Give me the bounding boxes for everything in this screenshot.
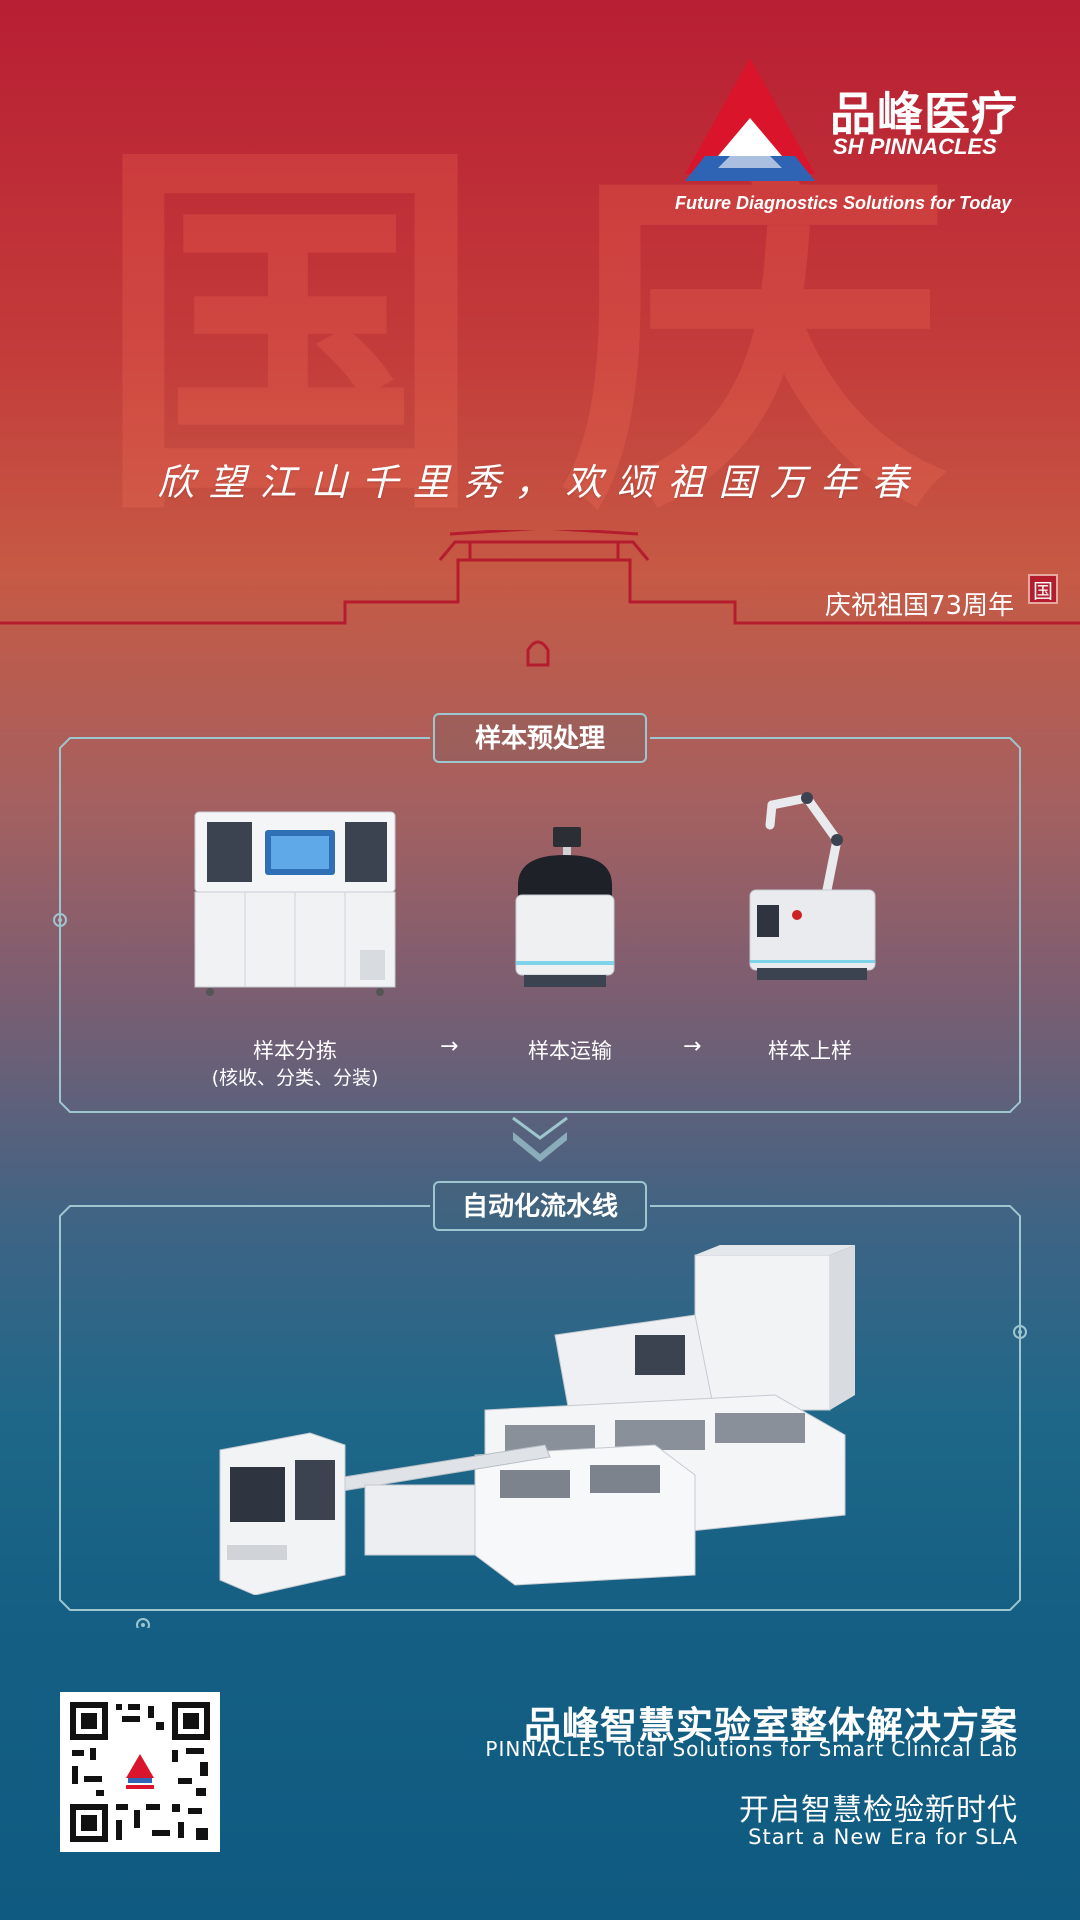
logo-mountain-icon <box>685 58 815 181</box>
logo-name-cn: 品峰医疗 <box>830 87 1018 141</box>
anniversary-text: 庆祝祖国73周年 <box>825 591 1015 621</box>
slogan: 欣望江山千里秀，欢颂祖国万年春 <box>157 461 923 504</box>
footer-subtitle-en: Start a New Era for SLA <box>748 1825 1018 1849</box>
pipeline-frame <box>59 1205 1027 1628</box>
footer-title-cn: 品峰智慧实验室整体解决方案 <box>524 1704 1018 1747</box>
pretreatment-frame <box>53 737 1021 1113</box>
sample-sorter-illustration <box>194 811 396 996</box>
step-sorting-sublabel: (核收、分类、分装) <box>211 1067 379 1089</box>
pretreatment-title: 样本预处理 <box>433 713 647 763</box>
gate-skyline <box>0 530 1080 667</box>
guo-seal-icon: 国 <box>1028 574 1058 604</box>
arrow-icon: → <box>683 1034 702 1059</box>
chevron-down-icon <box>512 1116 568 1162</box>
step-transport-label: 样本运输 <box>528 1039 612 1063</box>
sample-transport-robot-illustration <box>515 827 615 987</box>
automation-pipeline-illustration <box>219 1245 855 1595</box>
watermark-qing: 庆 <box>560 108 950 562</box>
arrow-icon: → <box>440 1034 459 1059</box>
step-loading-label: 样本上样 <box>768 1039 852 1063</box>
footer-title-en: PINNACLES Total Solutions for Smart Clin… <box>485 1737 1018 1761</box>
logo-name-en: SH PINNACLES <box>833 134 997 159</box>
qr-code-icon <box>60 1692 220 1852</box>
footer-subtitle-cn: 开启智慧检验新时代 <box>739 1793 1018 1828</box>
qr-code[interactable] <box>60 1692 220 1852</box>
step-sorting-label: 样本分拣 <box>253 1039 337 1063</box>
pipeline-title: 自动化流水线 <box>433 1181 647 1231</box>
watermark-guo: 国 <box>95 108 485 562</box>
logo-tagline: Future Diagnostics Solutions for Today <box>675 193 1012 213</box>
sample-loading-robot-illustration <box>749 792 876 980</box>
